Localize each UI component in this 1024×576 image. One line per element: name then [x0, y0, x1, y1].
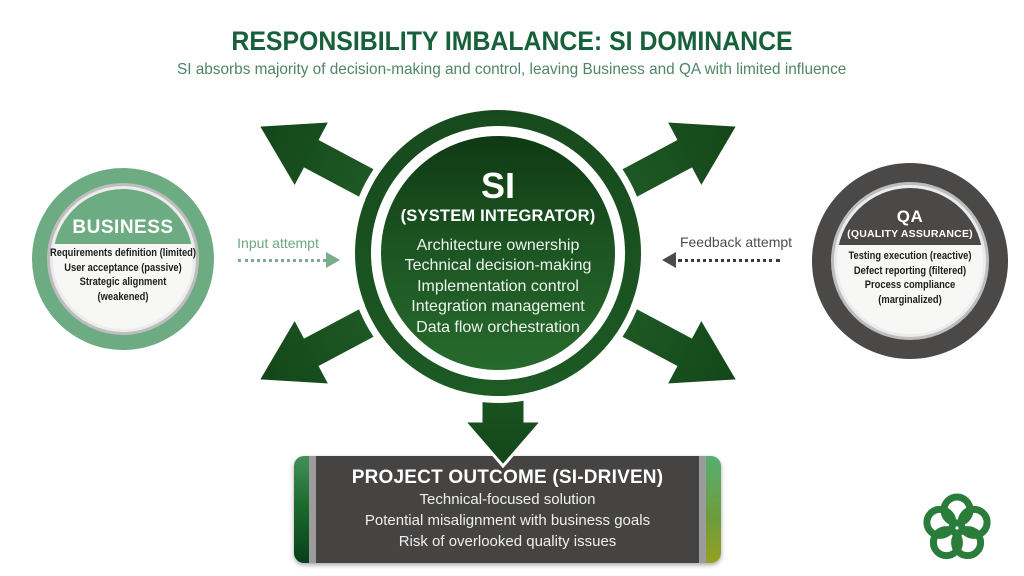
feedback-attempt-label: Feedback attempt [679, 234, 793, 250]
qa-node-disc: QA (QUALITY ASSURANCE) [837, 188, 983, 334]
business-item: User acceptance (passive) [64, 261, 182, 274]
qa-node: QA (QUALITY ASSURANCE) Testing execution… [812, 163, 1008, 359]
outcome-content: PROJECT OUTCOME (SI-DRIVEN) Technical-fo… [316, 456, 699, 563]
qa-item: (marginalized) [878, 293, 942, 306]
qa-node-ring: QA (QUALITY ASSURANCE) [831, 182, 989, 340]
qa-item: Defect reporting (filtered) [853, 264, 967, 277]
project-outcome-box: PROJECT OUTCOME (SI-DRIVEN) Technical-fo… [294, 456, 721, 563]
page-subtitle-text: SI absorbs majority of decision-making a… [177, 61, 847, 78]
brand-logo-icon [923, 493, 991, 560]
si-node: SI (SYSTEM INTEGRATOR) Architecture owne… [355, 110, 641, 396]
qa-item: Testing execution (reactive) [848, 250, 972, 262]
input-attempt-dotted-line [238, 259, 326, 262]
outcome-left-accent [294, 456, 309, 563]
business-node: BUSINESS Requirements definition (limite… [32, 168, 214, 350]
business-title: BUSINESS [72, 216, 174, 238]
outcome-title: PROJECT OUTCOME (SI-DRIVEN) [351, 467, 664, 488]
page-subtitle: SI absorbs majority of decision-making a… [0, 61, 1024, 79]
business-item: (weakened) [97, 290, 149, 303]
feedback-attempt-arrowhead-icon [662, 252, 676, 268]
business-item: Requirements definition (limited) [50, 247, 196, 259]
si-item: Implementation control [417, 277, 579, 295]
business-node-ring: BUSINESS [47, 183, 199, 335]
page-title-text: RESPONSIBILITY IMBALANCE: SI DOMINANCE [231, 26, 793, 56]
outcome-item: Technical-focused solution [419, 491, 596, 508]
si-title: SI [480, 164, 515, 206]
outcome-left-silver-strip [309, 456, 316, 563]
qa-node-header: QA (QUALITY ASSURANCE) [837, 188, 983, 245]
outcome-item: Risk of overlooked quality issues [398, 533, 617, 550]
qa-title: QA [896, 206, 924, 226]
si-subtitle: (SYSTEM INTEGRATOR) [400, 206, 596, 225]
qa-item: Process compliance [864, 279, 956, 291]
si-item: Data flow orchestration [416, 318, 580, 336]
qa-subtitle: (QUALITY ASSURANCE) [847, 227, 973, 240]
feedback-attempt-dotted-line [678, 259, 780, 262]
si-node-inner: SI (SYSTEM INTEGRATOR) Architecture owne… [371, 126, 625, 380]
page-title: RESPONSIBILITY IMBALANCE: SI DOMINANCE [0, 26, 1024, 57]
business-item: Strategic alignment [79, 276, 167, 288]
qa-item-list: Testing execution (reactive) Defect repo… [825, 249, 995, 307]
business-node-disc: BUSINESS [53, 189, 193, 329]
business-node-header: BUSINESS [53, 189, 193, 244]
input-attempt-label: Input attempt [237, 235, 319, 251]
si-item: Integration management [411, 298, 585, 316]
input-attempt-arrowhead-icon [326, 252, 340, 268]
outcome-item: Potential misalignment with business goa… [364, 512, 651, 529]
outcome-right-silver-strip [699, 456, 706, 563]
business-item-list: Requirements definition (limited) User a… [38, 246, 208, 304]
si-item-list: Architecture ownership Technical decisio… [405, 236, 592, 339]
outcome-right-accent [706, 456, 721, 563]
si-item: Technical decision-making [404, 257, 592, 275]
si-item: Architecture ownership [416, 236, 580, 254]
